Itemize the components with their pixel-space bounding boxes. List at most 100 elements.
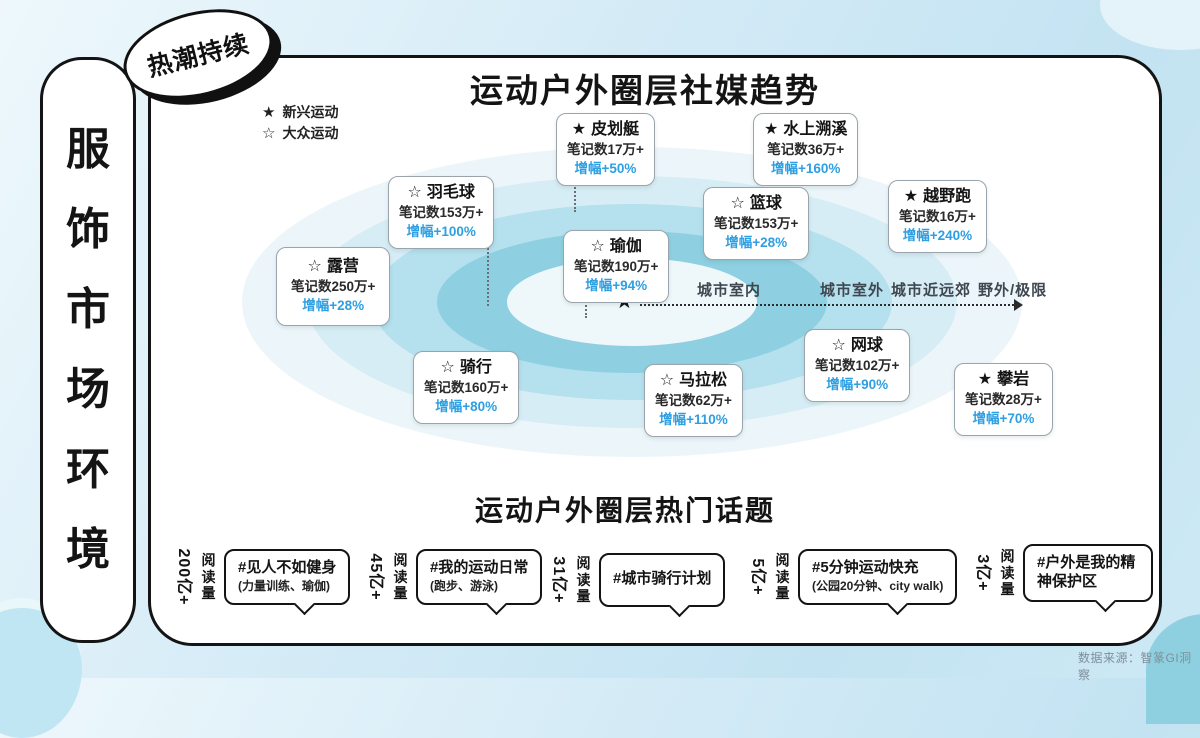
sport-card-tennis: ☆网球 笔记数102万+ 增幅+90% — [804, 329, 911, 402]
star-icon: ☆ — [831, 337, 846, 354]
star-icon: ★ — [977, 371, 993, 388]
topic-detail: (公园20分钟、city walk) — [812, 579, 944, 593]
sport-growth: 增幅+94% — [585, 278, 648, 293]
connector-line — [487, 236, 489, 306]
sport-card-badminton: ☆羽毛球 笔记数153万+ 增幅+100% — [388, 176, 495, 249]
sport-growth: 增幅+80% — [435, 399, 498, 414]
sport-card-yoga: ☆瑜伽 笔记数190万+ 增幅+94% — [563, 230, 670, 303]
sport-name: ☆篮球 — [730, 195, 782, 212]
sport-notes: 笔记数153万+ — [714, 216, 799, 231]
outline-star-icon: ☆ — [262, 125, 276, 142]
sport-card-kayak: ★皮划艇 笔记数17万+ 增幅+50% — [556, 113, 655, 186]
sport-notes: 笔记数153万+ — [399, 205, 484, 220]
topic-bubble: #我的运动日常 (跑步、游泳) — [416, 549, 543, 615]
sport-card-cycling: ☆骑行 笔记数160万+ 增幅+80% — [413, 351, 520, 424]
axis-label-suburb: 城市近远郊 — [891, 282, 972, 299]
sport-card-camping: ☆露营 笔记数250万+ 增幅+28% — [276, 247, 391, 326]
sport-name: ☆骑行 — [440, 359, 492, 376]
reading-volume-value: 31亿+ — [550, 556, 567, 604]
legend-label: 大众运动 — [282, 125, 339, 141]
star-icon: ★ — [571, 121, 587, 138]
sport-notes: 笔记数160万+ — [424, 380, 509, 395]
reading-volume-label: 阅读量 — [1000, 547, 1015, 598]
sport-name: ★攀岩 — [977, 371, 1030, 388]
sport-notes: 笔记数36万+ — [767, 142, 845, 157]
star-icon: ☆ — [440, 359, 455, 376]
topic-bubble: #城市骑行计划 — [599, 553, 726, 617]
legend-label: 新兴运动 — [282, 104, 339, 120]
topic-tag: #我的运动日常 — [430, 559, 529, 576]
topic-bubble: #5分钟运动快充 (公园20分钟、city walk) — [798, 549, 958, 615]
star-icon: ★ — [903, 188, 919, 205]
sport-growth: 增幅+50% — [574, 161, 637, 176]
axis-dotted-line — [640, 304, 1018, 306]
sport-notes: 笔记数28万+ — [965, 392, 1042, 407]
topics-title: 运动户外圈层热门话题 — [474, 495, 775, 526]
sport-growth: 增幅+160% — [770, 161, 841, 176]
sport-growth: 增幅+110% — [659, 412, 728, 427]
filled-star-icon: ★ — [262, 104, 276, 121]
reading-volume-value: 200亿+ — [175, 548, 192, 606]
star-icon: ☆ — [590, 238, 605, 255]
sport-growth: 增幅+90% — [826, 377, 889, 392]
sport-name: ★越野跑 — [903, 188, 972, 205]
sport-name: ☆羽毛球 — [407, 184, 475, 201]
topic-group-quick-exercise: 5亿+ 阅读量 #5分钟运动快充 (公园20分钟、city walk) — [749, 540, 958, 615]
legend: ★ 新兴运动 ☆ 大众运动 — [262, 102, 338, 144]
topic-tag: #5分钟运动快充 — [812, 559, 919, 576]
axis-label-wild: 野外/极限 — [978, 282, 1048, 299]
sport-notes: 笔记数16万+ — [899, 209, 976, 224]
legend-item-mass: ☆ 大众运动 — [262, 123, 338, 144]
sport-name: ☆瑜伽 — [590, 238, 642, 255]
side-title: 服饰市场环境 — [66, 124, 110, 575]
sport-name: ☆网球 — [831, 337, 883, 354]
bubble-tail — [1094, 590, 1117, 612]
reading-volume-value: 3亿+ — [974, 554, 991, 592]
topic-tag: #户外是我的精神保护区 — [1037, 554, 1136, 590]
topic-tag: #城市骑行计划 — [613, 570, 712, 587]
reading-volume-label: 阅读量 — [393, 551, 408, 602]
sport-name: ★皮划艇 — [571, 121, 640, 138]
topic-detail: (跑步、游泳) — [430, 579, 498, 593]
sport-notes: 笔记数190万+ — [574, 259, 659, 274]
star-icon: ☆ — [659, 372, 675, 389]
sport-card-climbing: ★攀岩 笔记数28万+ 增幅+70% — [954, 363, 1053, 436]
topic-group-city-cycling: 31亿+ 阅读量 #城市骑行计划 — [550, 543, 726, 617]
star-icon: ☆ — [307, 258, 322, 275]
bubble-tail — [293, 593, 316, 615]
sport-notes: 笔记数250万+ — [291, 279, 376, 294]
sport-growth: 增幅+28% — [725, 235, 788, 250]
star-icon: ★ — [764, 121, 779, 138]
sport-notes: 笔记数62万+ — [655, 393, 732, 408]
badge-label: 热潮持续 — [144, 29, 253, 83]
side-title-panel: 服饰市场环境 — [40, 57, 136, 643]
reading-volume-label: 阅读量 — [775, 551, 790, 602]
topic-tag: #见人不如健身 — [238, 559, 337, 576]
sport-name: ★水上溯溪 — [764, 121, 848, 138]
sport-name: ☆露营 — [307, 258, 359, 275]
star-icon: ☆ — [730, 195, 745, 212]
axis-label-outdoor: 城市室外 — [820, 282, 885, 299]
bubble-tail — [485, 593, 508, 615]
connector-line — [585, 298, 587, 318]
sport-growth: 增幅+28% — [302, 298, 365, 313]
chart-title: 运动户外圈层社媒趋势 — [470, 72, 820, 109]
sport-growth: 增幅+70% — [972, 411, 1035, 426]
reading-volume-label: 阅读量 — [576, 554, 591, 605]
connector-line — [574, 176, 576, 212]
bubble-tail — [887, 593, 909, 615]
sport-name: ☆马拉松 — [659, 372, 728, 389]
corner-swoosh-top-right — [1100, 0, 1200, 50]
reading-volume-value: 45亿+ — [367, 553, 384, 601]
sport-notes: 笔记数102万+ — [815, 358, 900, 373]
topic-bubble: #见人不如健身 (力量训练、瑜伽) — [224, 549, 351, 615]
bubble-tail — [668, 595, 691, 617]
axis-label-indoor: 城市室内 — [697, 282, 762, 299]
topic-detail: (力量训练、瑜伽) — [238, 579, 330, 593]
axis-arrow-icon — [1014, 299, 1023, 311]
legend-item-new: ★ 新兴运动 — [262, 102, 338, 123]
topic-bubble: #户外是我的精神保护区 — [1023, 544, 1153, 612]
sport-growth: 增幅+100% — [406, 224, 476, 239]
topic-group-fitness: 200亿+ 阅读量 #见人不如健身 (力量训练、瑜伽) — [175, 540, 351, 615]
sport-card-basketball: ☆篮球 笔记数153万+ 增幅+28% — [703, 187, 810, 260]
